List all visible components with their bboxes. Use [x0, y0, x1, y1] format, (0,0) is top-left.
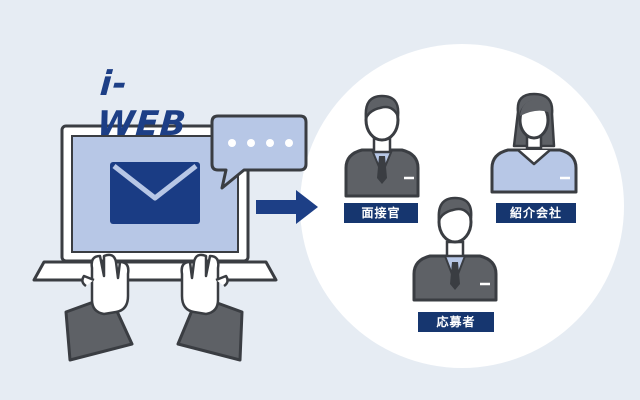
agency-person-icon — [490, 92, 578, 194]
agency-label: 紹介会社 — [496, 203, 576, 223]
applicant-label: 応募者 — [418, 312, 494, 332]
brand-logo: i-WEB — [95, 64, 189, 144]
chat-bubble-icon — [210, 114, 308, 190]
arrow-right-icon — [256, 190, 318, 224]
envelope-icon — [110, 162, 200, 224]
typing-hands — [64, 253, 244, 362]
interviewer-person-icon — [344, 94, 420, 198]
interviewer-label: 面接官 — [344, 203, 418, 223]
applicant-person-icon — [412, 196, 498, 302]
